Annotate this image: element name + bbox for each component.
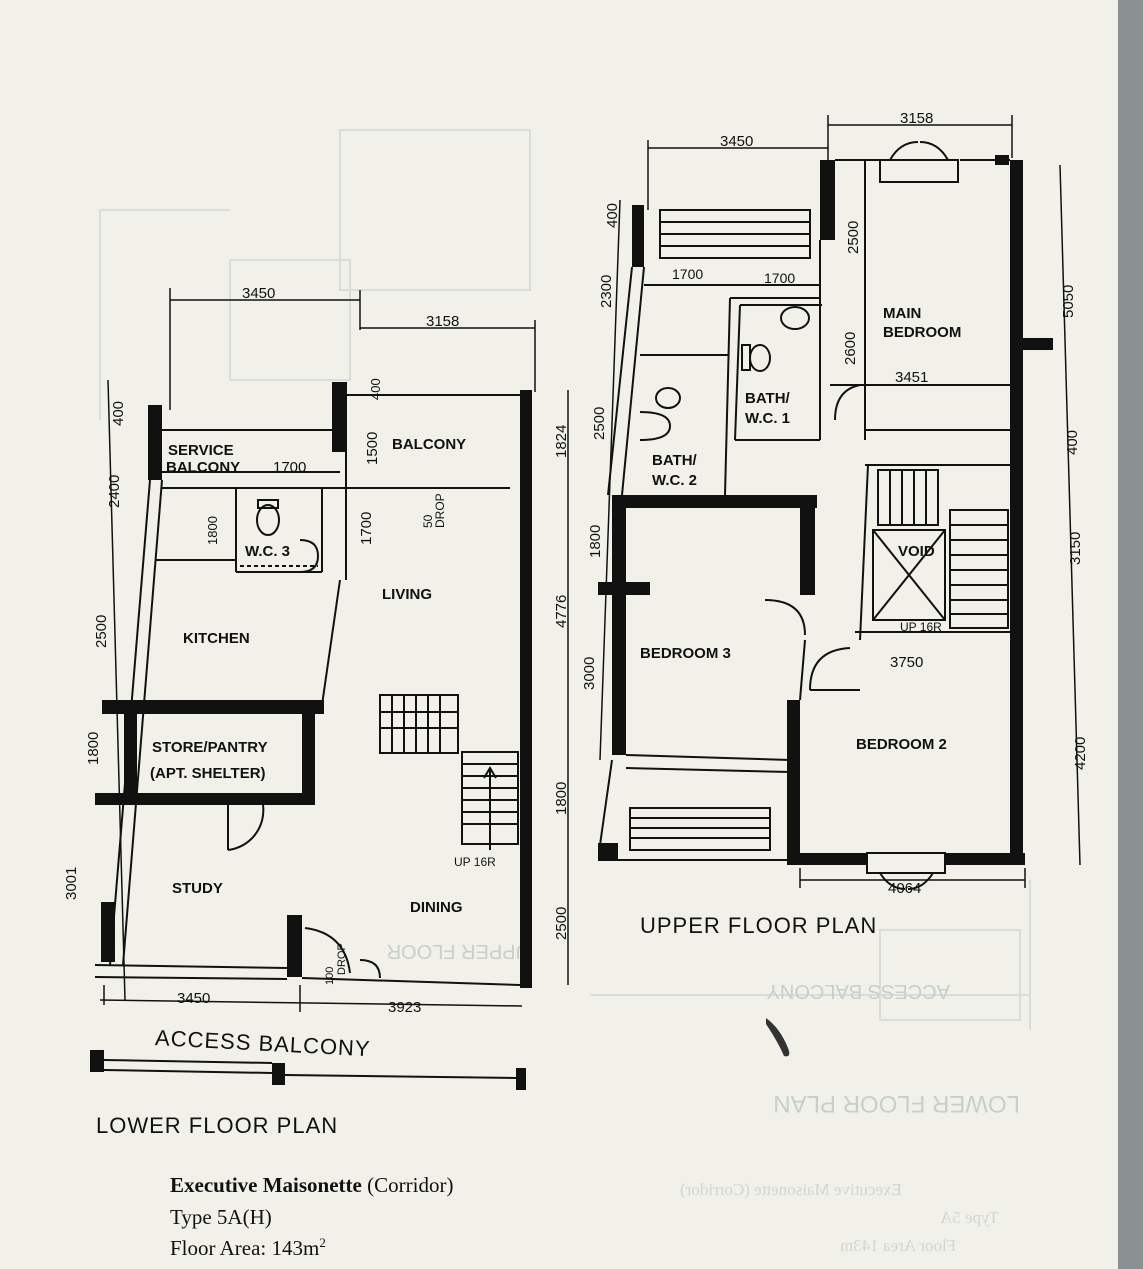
dim-upper-left-400: 400 [604, 203, 621, 228]
dim-bottom-3450: 3450 [177, 990, 210, 1007]
dim-right-4776: 4776 [553, 595, 570, 628]
dim-right-1800: 1800 [553, 782, 570, 815]
upper-floor-plan-title: UPPER FLOOR PLAN [640, 913, 877, 938]
dim-upper-left-3000: 3000 [581, 657, 598, 690]
note-drop50-word: DROP [433, 493, 447, 528]
room-bath1-line2: W.C. 1 [745, 410, 790, 427]
dim-upper-left-2300: 2300 [598, 275, 615, 308]
room-bedroom2: BEDROOM 2 [856, 736, 947, 753]
room-wc3: W.C. 3 [245, 543, 290, 560]
dim-left-1800: 1800 [85, 732, 102, 765]
ghost-access-balcony: ACCESS BALCONY [767, 980, 950, 1002]
dim-top-3450: 3450 [242, 285, 275, 302]
dim-upper-bottom-4064: 4064 [888, 880, 921, 897]
show-through-ghost [99, 129, 1031, 1030]
room-main-bedroom-line2: BEDROOM [883, 324, 961, 341]
lower-floor-plan: 3450 3158 400 2400 2500 1800 3001 1700 1… [63, 285, 570, 1138]
upper-dimension-lines [599, 115, 1081, 888]
upper-floor-plan: 3450 3158 400 2300 2500 1800 3000 1700 1… [581, 110, 1089, 938]
lower-dimension-lines [99, 288, 569, 1012]
caption-area: Floor Area: 143m [170, 1236, 320, 1260]
dim-service-balcony-1700: 1700 [273, 459, 306, 476]
room-main-bedroom-line1: MAIN [883, 305, 921, 322]
ink-smudge [766, 1018, 790, 1057]
wc3-fixtures [240, 499, 320, 573]
upper-walls [598, 155, 1053, 865]
lower-walls [90, 382, 532, 1090]
room-bath1-line1: BATH/ [745, 390, 791, 407]
lower-doors [227, 804, 381, 979]
room-bath2-line1: BATH/ [652, 452, 698, 469]
dim-upper-left-1800: 1800 [587, 525, 604, 558]
room-void: VOID [898, 543, 935, 560]
ghost-lower-plan: LOWER FLOOR PLAN [773, 1090, 1020, 1117]
room-dining: DINING [410, 899, 463, 916]
dim-left-3001: 3001 [63, 867, 80, 900]
note-drop100-value: 100 [324, 967, 336, 985]
upper-bath-fixtures [639, 306, 810, 441]
caption-name-line: Executive Maisonette (Corridor) [170, 1173, 453, 1198]
dim-bottom-3923: 3923 [388, 999, 421, 1016]
ghost-caption-area: Floor Area 143m [840, 1236, 957, 1255]
room-bath2-line2: W.C. 2 [652, 472, 697, 489]
lower-stairs [379, 694, 519, 850]
room-store-pantry-line2: (APT. SHELTER) [150, 765, 266, 782]
caption-area-line: Floor Area: 143m2 [170, 1235, 326, 1261]
dim-upper-right-3150: 3150 [1067, 532, 1084, 565]
room-service-balcony-line1: SERVICE [168, 442, 234, 459]
lower-stairs-up: UP 16R [454, 855, 496, 869]
caption-name: Executive Maisonette [170, 1173, 362, 1197]
dim-right-1824: 1824 [553, 425, 570, 458]
ghost-upper-plan: UPPER FLOOR [387, 940, 530, 962]
lower-floor-plan-title: LOWER FLOOR PLAN [96, 1113, 338, 1138]
ghost-caption-type: Type 5A [940, 1208, 999, 1227]
dim-balcony-1700: 1700 [358, 512, 375, 545]
binder-edge [1118, 0, 1143, 1269]
dim-upper-left-2500: 2500 [591, 407, 608, 440]
dim-wc-1800: 1800 [205, 516, 220, 545]
dim-upper-3750: 3750 [890, 654, 923, 671]
dim-upper-in-2600: 2600 [842, 332, 859, 365]
room-kitchen: KITCHEN [183, 630, 250, 647]
upper-openings [629, 141, 959, 890]
dim-left-2500: 2500 [93, 615, 110, 648]
room-balcony: BALCONY [392, 436, 466, 453]
caption-area-superscript: 2 [319, 1235, 326, 1250]
dim-balcony-400: 400 [368, 378, 383, 400]
dim-upper-right-400: 400 [1064, 430, 1081, 455]
brochure-page [0, 0, 1118, 1269]
access-balcony-label: ACCESS BALCONY [155, 1025, 372, 1061]
dim-upper-top-3158: 3158 [900, 110, 933, 127]
room-bedroom3: BEDROOM 3 [640, 645, 731, 662]
note-drop100-word: DROP [336, 943, 348, 975]
room-store-pantry-line1: STORE/PANTRY [152, 739, 268, 756]
dim-top-3158: 3158 [426, 313, 459, 330]
upper-thin-walls [599, 159, 1012, 861]
dim-upper-top-3450: 3450 [720, 133, 753, 150]
dim-upper-right-5050: 5050 [1060, 285, 1077, 318]
dim-balcony-1500: 1500 [364, 432, 381, 465]
dim-upper-1700a: 1700 [672, 266, 703, 282]
room-service-balcony-line2: BALCONY [166, 459, 240, 476]
dim-right-2500: 2500 [553, 907, 570, 940]
ghost-caption-name: Executive Maisonette (Corridor) [680, 1180, 902, 1199]
room-living: LIVING [382, 586, 432, 603]
dim-left-400: 400 [110, 401, 127, 426]
lower-thin-walls [94, 382, 521, 1079]
dim-upper-right-4200: 4200 [1072, 737, 1089, 770]
upper-stairs-up: UP 16R [900, 620, 942, 634]
caption-type: Type 5A(H) [170, 1205, 272, 1229]
dim-upper-1700b: 1700 [764, 270, 795, 286]
dim-upper-in-2500: 2500 [845, 221, 862, 254]
dim-left-2400: 2400 [106, 475, 123, 508]
caption-variant: (Corridor) [367, 1173, 454, 1197]
upper-stairs-void [872, 469, 1009, 629]
dim-upper-3451: 3451 [895, 369, 928, 386]
note-drop50-value: 50 [421, 514, 435, 528]
room-study: STUDY [172, 880, 223, 897]
